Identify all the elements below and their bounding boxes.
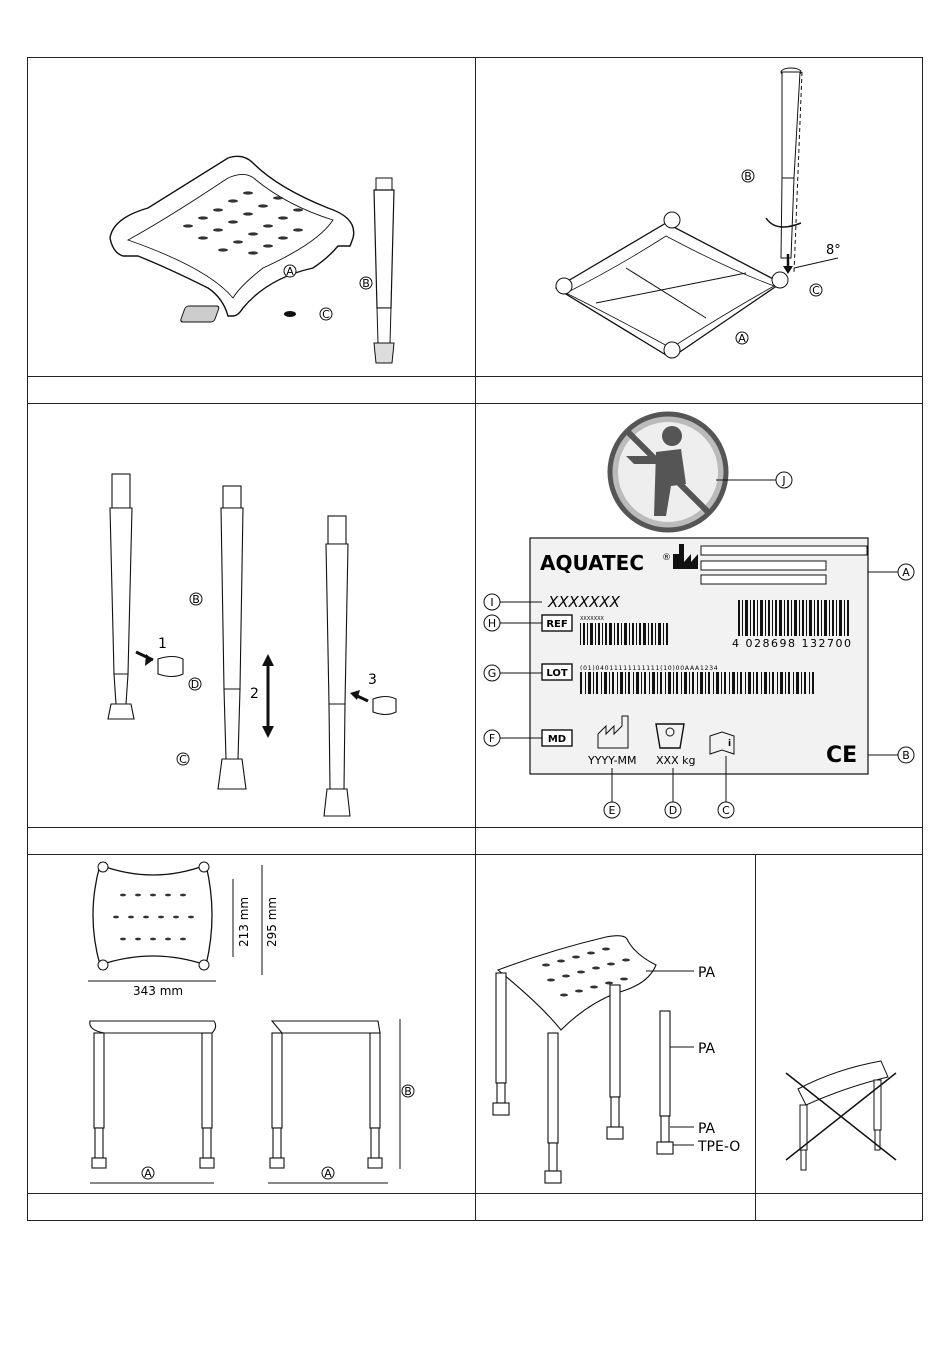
callout-a: A — [902, 566, 910, 579]
svg-text:i: i — [728, 739, 731, 749]
lot-label: LOT — [546, 668, 568, 679]
lot-digits: (01)04011111111111(10)00AAA1234 — [580, 665, 718, 672]
callout-c: C — [322, 308, 330, 321]
ref-label: REF — [546, 619, 567, 630]
leg-mount-illustration: 8° B A C — [476, 58, 924, 378]
no-sitting-icon — [610, 414, 726, 530]
panel-materials: PA PA PA TPE-O — [475, 854, 756, 1194]
callout-a: A — [286, 265, 294, 278]
callout-c: C — [812, 284, 820, 297]
dimensions-illustration: 343 mm 213 mm 295 mm A A B — [28, 855, 477, 1195]
serial-number: XXXXXXX — [547, 593, 621, 611]
max-weight: XXX kg — [656, 754, 695, 767]
no-use-illustration — [756, 855, 924, 1195]
brand-name: AQUATEC — [540, 551, 644, 575]
leg-adjust-illustration: 1 2 3 B C D — [28, 404, 477, 829]
material-seat: PA — [698, 965, 716, 981]
dim-total-depth: 295 mm — [265, 897, 279, 947]
panel-no-backrest — [755, 854, 923, 1194]
materials-illustration: PA PA PA TPE-O — [476, 855, 757, 1195]
callout-d: D — [191, 678, 199, 691]
angle-label: 8° — [826, 243, 841, 258]
callout-a-side: A — [324, 1167, 332, 1180]
ce-mark: CE — [826, 743, 857, 768]
callout-a-front: A — [144, 1167, 152, 1180]
ref-small: XXXXXXX — [580, 616, 605, 622]
callout-b: B — [744, 170, 752, 183]
label-illustration: J AQUATEC ® XXXXXXX REF XXXXXXX 4 028698… — [476, 404, 924, 829]
callout-e: E — [609, 804, 616, 817]
caption-row-3c — [755, 1193, 923, 1221]
caption-row-1b — [475, 376, 923, 404]
step-2: 2 — [250, 686, 259, 702]
callout-h: H — [488, 617, 496, 630]
md-label: MD — [548, 734, 566, 745]
callout-b: B — [362, 277, 370, 290]
registered-mark: ® — [662, 553, 671, 563]
callout-g: G — [488, 667, 497, 680]
material-leg: PA — [698, 1041, 716, 1057]
panel-dimensions: 343 mm 213 mm 295 mm A A B — [27, 854, 476, 1194]
callout-f: F — [489, 732, 495, 745]
callout-b: B — [404, 1085, 412, 1098]
callout-b: B — [192, 593, 200, 606]
caption-row-3b — [475, 1193, 756, 1221]
dim-depth: 213 mm — [237, 897, 251, 947]
caption-row-2 — [27, 827, 476, 855]
step-3: 3 — [368, 672, 377, 688]
panel-leg-adjust: 1 2 3 B C D — [27, 403, 476, 828]
caption-row-1 — [27, 376, 476, 404]
panel-seat-parts: A B C — [27, 57, 476, 377]
callout-c: C — [722, 804, 730, 817]
step-1: 1 — [158, 636, 167, 652]
panel-leg-mount: 8° B A C — [475, 57, 923, 377]
manufacture-date: YYYY-MM — [587, 754, 637, 767]
callout-d: D — [669, 804, 677, 817]
caption-row-3 — [27, 1193, 476, 1221]
callout-b: B — [902, 749, 910, 762]
callout-j: J — [781, 474, 785, 487]
callout-i: I — [490, 596, 493, 609]
seat-parts-illustration: A B C — [28, 58, 477, 378]
callout-a: A — [738, 332, 746, 345]
material-foot: TPE-O — [697, 1139, 740, 1155]
dim-width: 343 mm — [133, 984, 183, 998]
barcode-digits: 4 028698 132700 — [732, 637, 852, 650]
caption-row-2b — [475, 827, 923, 855]
material-clip: PA — [698, 1121, 716, 1137]
panel-label: J AQUATEC ® XXXXXXX REF XXXXXXX 4 028698… — [475, 403, 923, 828]
callout-c: C — [179, 753, 187, 766]
